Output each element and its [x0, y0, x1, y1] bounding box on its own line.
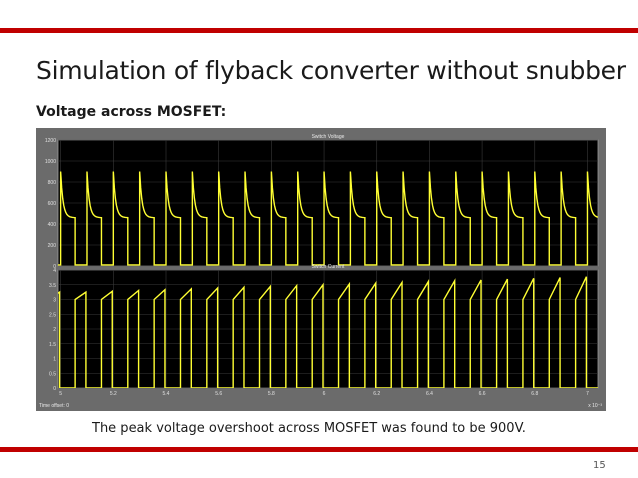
page-number: 15 — [593, 460, 606, 471]
y-tick-label-voltage: 800 — [48, 180, 57, 186]
y-tick-label-voltage: 0 — [53, 264, 56, 270]
bottom-accent-bar — [0, 447, 638, 452]
chart-title-current: Switch Current — [312, 264, 345, 270]
x-tick-label-current: 5.2 — [110, 391, 117, 397]
series-line-current — [58, 276, 598, 388]
x-tick-label-current: 6 — [323, 391, 326, 397]
y-tick-label-voltage: 400 — [48, 222, 57, 228]
y-tick-label-current: 1.5 — [49, 342, 56, 348]
x-tick-label-current: 5 — [59, 391, 62, 397]
chart-title-voltage: Switch Voltage — [312, 134, 345, 140]
time-offset-label: Time offset: 0 — [39, 403, 69, 409]
x-tick-label-current: 5.4 — [163, 391, 170, 397]
series-line-voltage — [58, 171, 598, 266]
slide-subtitle: Voltage across MOSFET: — [36, 104, 227, 120]
y-tick-label-current: 2.5 — [49, 312, 56, 318]
y-tick-label-current: 1 — [53, 357, 56, 363]
x-tick-label-current: 6.4 — [426, 391, 433, 397]
scope-svg: Switch Voltage 0 200 400 600 800 1000 1200Switc… — [39, 134, 602, 409]
y-tick-label-current: 4 — [53, 268, 56, 274]
slide-title: Simulation of flyback converter without … — [36, 56, 626, 85]
y-tick-label-current: 3.5 — [49, 283, 56, 289]
x-tick-label-current: 7 — [586, 391, 589, 397]
x-tick-label-current: 6.8 — [531, 391, 538, 397]
y-tick-label-current: 0.5 — [49, 371, 56, 377]
y-tick-label-current: 3 — [53, 298, 56, 304]
x-tick-label-current: 6.2 — [373, 391, 380, 397]
x-tick-label-current: 6.6 — [479, 391, 486, 397]
x-exponent-label: x 10⁻³ — [588, 403, 602, 409]
y-tick-label-current: 2 — [53, 327, 56, 333]
y-tick-label-voltage: 200 — [48, 243, 57, 249]
y-tick-label-voltage: 1000 — [45, 159, 56, 165]
y-tick-label-current: 0 — [53, 386, 56, 392]
x-tick-label-current: 5.8 — [268, 391, 275, 397]
slide-caption: The peak voltage overshoot across MOSFET… — [92, 421, 526, 436]
y-tick-label-voltage: 1200 — [45, 138, 56, 144]
y-tick-label-voltage: 600 — [48, 201, 57, 207]
x-tick-label-current: 5.6 — [215, 391, 222, 397]
top-accent-bar — [0, 28, 638, 33]
